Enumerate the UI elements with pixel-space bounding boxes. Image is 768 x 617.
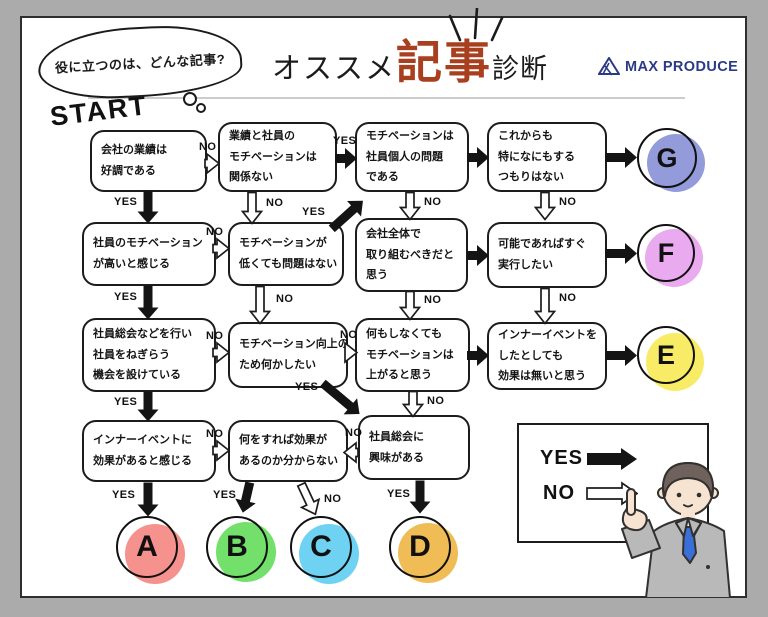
brand-name: MAX PRODUCE	[625, 58, 739, 75]
no-label: NO	[276, 293, 294, 305]
no-label: NO	[559, 196, 577, 208]
result-circle-b: B	[206, 516, 268, 578]
arrow-yes-r1c2-r1c3	[334, 146, 358, 171]
arrow-yes-r4c2-result-b	[230, 478, 262, 516]
yes-label: YES	[302, 206, 326, 218]
speech-bubble-tail	[196, 103, 206, 113]
arrow-yes-r2c1-r3c1	[136, 284, 161, 320]
yes-label: YES	[333, 135, 357, 147]
page-title: オススメ 記事 診断	[255, 26, 565, 90]
no-label: NO	[206, 226, 224, 238]
flow-box-r2c1: 社員のモチベーション が高いと感じる	[82, 222, 216, 286]
arrow-r1c4-result-g	[604, 145, 638, 170]
title-prefix: オススメ	[271, 53, 396, 85]
arrow-yes-r4c3-result-d	[408, 479, 433, 514]
triangle-logo-icon	[598, 57, 620, 76]
flow-box-r2c2: モチベーションが 低くても問題はない	[228, 222, 344, 286]
yes-label: YES	[213, 489, 237, 501]
arrow-no-r1c4-r2c4	[533, 191, 557, 221]
title-accent: 記事	[396, 37, 492, 88]
no-label: NO	[206, 428, 224, 440]
yes-label: YES	[114, 396, 138, 408]
legend-no-label: NO	[543, 482, 575, 504]
legend-yes-label: YES	[540, 447, 584, 469]
no-label: NO	[345, 427, 363, 439]
flow-box-r1c2: 業績と社員の モチベーションは 関係ない	[218, 122, 337, 192]
flow-box-r4c3: 社員総会に 興味がある	[358, 415, 470, 480]
result-circle-f: F	[637, 224, 695, 282]
arrow-r2c3-r2c4	[466, 243, 490, 268]
no-label: NO	[324, 493, 342, 505]
arrow-r1c3-r1c4	[466, 145, 490, 170]
result-circle-a: A	[116, 516, 178, 578]
arrow-yes-r2c2-r1c3	[323, 190, 372, 238]
arrow-no-r4c3-r4c2	[342, 440, 359, 464]
yes-label: YES	[112, 489, 136, 501]
result-circle-c: C	[290, 516, 352, 578]
no-label: NO	[199, 141, 217, 153]
arrow-r2c4-result-f	[604, 241, 638, 266]
result-circle-e: E	[637, 326, 695, 384]
flow-box-r1c1: 会社の業績は 好調である	[90, 130, 207, 192]
yes-label: YES	[387, 488, 411, 500]
flow-box-r2c3: 会社全体で 取り組むべきだと 思う	[355, 218, 468, 292]
no-label: NO	[427, 395, 445, 407]
no-label: NO	[340, 329, 358, 341]
arrow-yes-r3c1-r4c1	[136, 390, 161, 422]
flow-box-r3c3: 何もしなくても モチベーションは 上がると思う	[355, 318, 470, 392]
arrow-no-r3c1-r3c2	[212, 340, 231, 364]
no-label: NO	[424, 196, 442, 208]
arrow-no-r1c1-r1c2	[204, 151, 221, 175]
yes-label: YES	[114, 291, 138, 303]
arrow-no-r4c1-r4c2	[212, 438, 231, 462]
arrow-no-r2c3-r3c3	[398, 290, 422, 321]
result-circle-d: D	[389, 516, 451, 578]
arrow-no-r3c3-r4c3	[401, 390, 425, 418]
flow-box-r3c2: モチベーション向上の ため何かしたい	[228, 322, 349, 388]
title-divider	[88, 97, 685, 99]
flow-box-r2c4: 可能であればすぐ 実行したい	[487, 222, 607, 288]
arrow-no-r4c2-result-c	[291, 478, 327, 519]
legend-yes-arrow	[586, 446, 638, 472]
arrow-yes-r4c1-result-a	[136, 481, 161, 517]
arrow-no-r2c1-r2c2	[212, 236, 231, 260]
arrow-no-r1c3-r2c3	[398, 191, 422, 221]
flow-box-r1c3: モチベーションは 社員個人の問題 である	[355, 122, 469, 192]
speech-bubble-tail	[183, 92, 197, 106]
no-label: NO	[424, 294, 442, 306]
arrow-no-r1c2-r2c2	[240, 191, 264, 225]
yes-label: YES	[295, 381, 319, 393]
arrow-no-r2c2-r3c2	[248, 285, 272, 325]
flow-box-r4c1: インナーイベントに 効果があると感じる	[82, 420, 216, 482]
no-label: NO	[206, 330, 224, 342]
flow-box-r3c1: 社員総会などを行い 社員をねぎらう 機会を設けている	[82, 318, 216, 392]
flow-box-r4c2: 何をすれば効果が あるのか分からない	[228, 420, 348, 482]
arrow-yes-r1c1-r2c1	[136, 189, 161, 224]
businessman-illustration	[621, 462, 731, 598]
title-suffix: 診断	[492, 54, 548, 84]
emphasis-marks-icon	[448, 8, 504, 42]
no-label: NO	[266, 197, 284, 209]
brand-logo: MAX PRODUCE	[598, 57, 738, 76]
no-label: NO	[559, 292, 577, 304]
arrow-no-r3c2-r3c3	[344, 340, 359, 364]
arrow-no-r2c4-r3c4	[533, 287, 557, 325]
result-circle-g: G	[637, 128, 697, 188]
flow-box-r1c4: これからも 特になにもする つもりはない	[487, 122, 607, 192]
yes-label: YES	[114, 196, 138, 208]
arrow-r3c3-r3c4	[466, 343, 490, 368]
flow-box-r3c4: インナーイベントを したとしても 効果は無いと思う	[487, 322, 607, 390]
arrow-r3c4-result-e	[604, 343, 638, 368]
arrow-yes-r3c2-r4c3	[314, 372, 368, 423]
